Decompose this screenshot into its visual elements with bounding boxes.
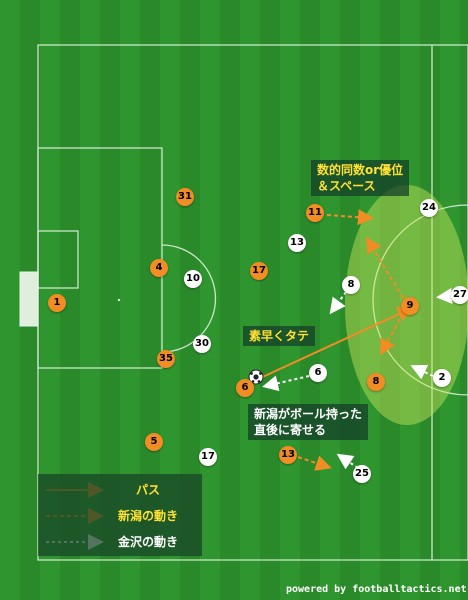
move-13 [297, 455, 332, 471]
home-player: 11 [306, 204, 324, 222]
home-player: 6 [236, 379, 254, 397]
legend-niigata-move: 新潟の動き [118, 509, 179, 523]
move-11 [326, 209, 374, 226]
home-player: 5 [145, 433, 163, 451]
home-player: 1 [48, 294, 66, 312]
home-player: 17 [250, 262, 268, 280]
away-player: 24 [420, 199, 438, 217]
away-player: 8 [342, 276, 360, 294]
away-player: 13 [288, 234, 306, 252]
home-player: 35 [157, 350, 175, 368]
home-player: 9 [401, 297, 419, 315]
move-9-up [365, 236, 404, 299]
move-8 [329, 291, 347, 315]
credit-text: powered by footballtactics.net [286, 584, 467, 595]
penalty-spot [117, 298, 121, 302]
away-player: 25 [353, 465, 371, 483]
move-6 [262, 375, 310, 392]
home-player: 13 [279, 446, 297, 464]
home-player: 8 [367, 373, 385, 391]
home-player: 4 [150, 259, 168, 277]
away-player: 17 [199, 448, 217, 466]
kanazawa-moves [262, 288, 453, 470]
goal [19, 271, 39, 327]
legend-kanazawa-move: 金沢の動き [118, 535, 179, 549]
away-player: 27 [451, 286, 468, 304]
home-player: 31 [176, 188, 194, 206]
ball-icon [248, 369, 264, 385]
legend-pass: パス [136, 483, 161, 497]
label-numerical-advantage: 数的同数or優位 ＆スペース [311, 160, 410, 196]
move-25 [336, 453, 359, 470]
legend [38, 474, 202, 556]
label-close-in: 新潟がボール持った 直後に寄せる [248, 404, 369, 440]
away-player: 10 [184, 270, 202, 288]
pass-arrow [255, 306, 414, 381]
label-quick-vertical: 素早くタテ [243, 326, 316, 346]
away-player: 30 [193, 335, 211, 353]
away-player: 6 [309, 364, 327, 382]
away-player: 2 [433, 369, 451, 387]
move-9-down [380, 312, 404, 356]
move-27 [436, 288, 453, 304]
niigata-moves [297, 209, 404, 471]
